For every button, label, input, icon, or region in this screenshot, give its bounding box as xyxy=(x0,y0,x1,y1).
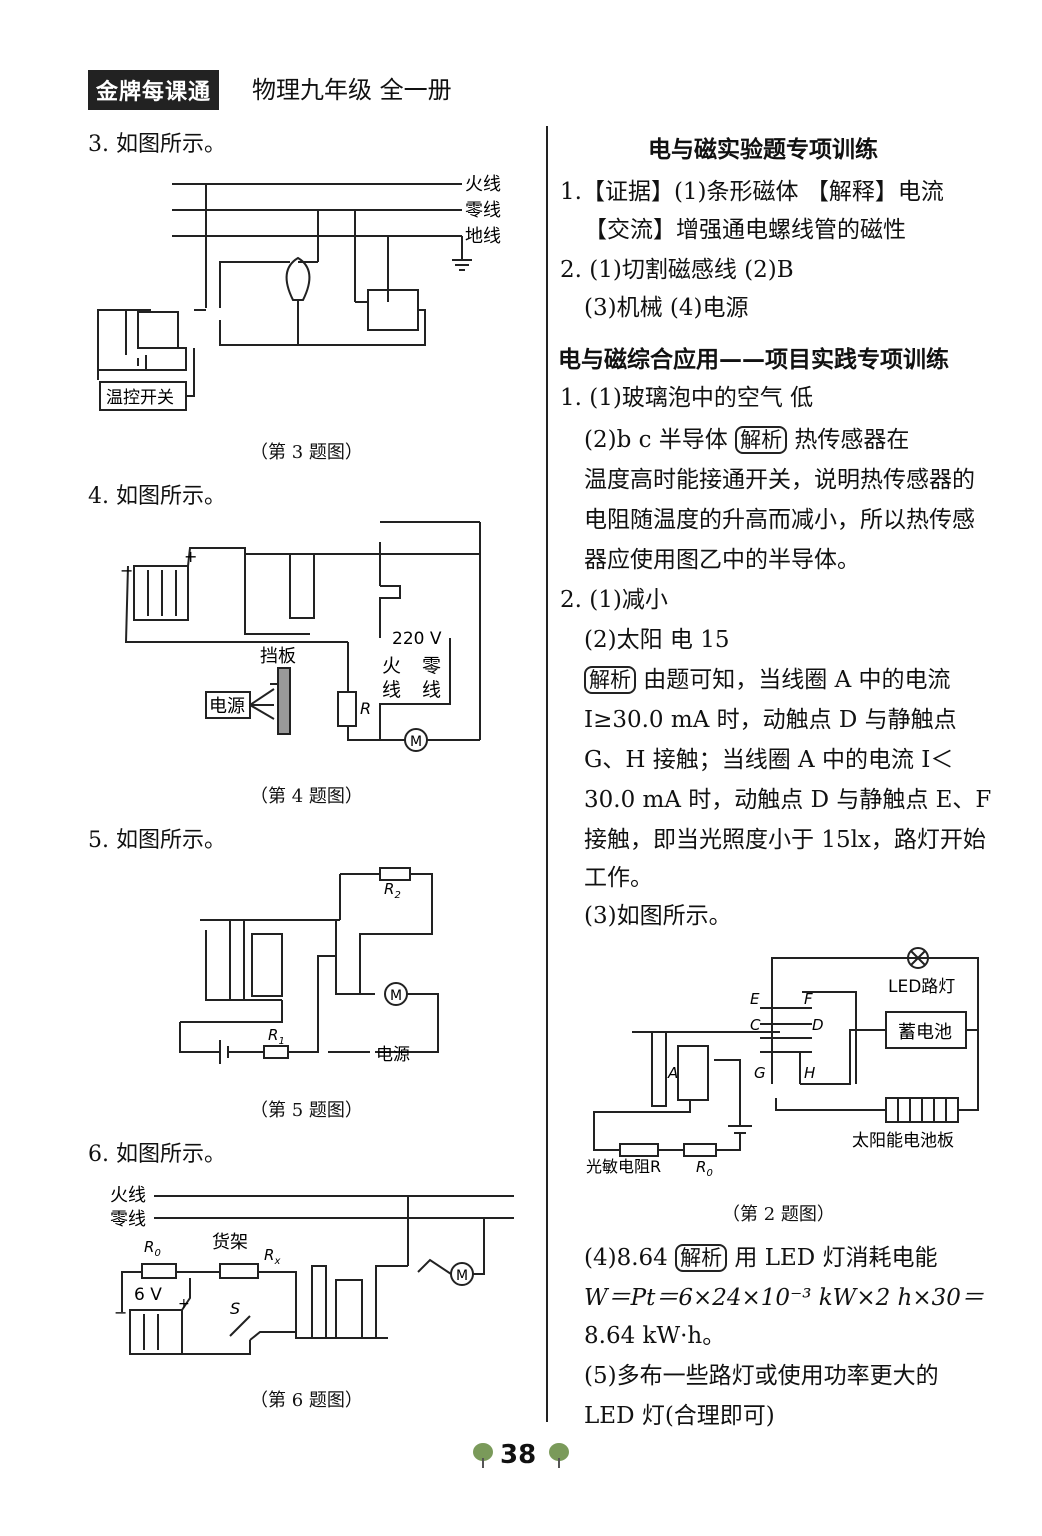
figure-4-caption: （第 4 题图） xyxy=(250,786,363,807)
practice-2-line9: (3)如图所示。 xyxy=(584,903,732,929)
fig5-r2-label: R2 xyxy=(384,880,401,901)
practice-2-line10: (4)8.64 解析 用 LED 灯消耗电能 xyxy=(584,1238,938,1278)
practice-2-line4: I≥30.0 mA 时，动触点 D 与静触点 xyxy=(584,707,957,733)
answer-2-line1: 2. (1)切割磁感线 (2)B xyxy=(560,257,794,283)
practice-2-line3: 解析 由题可知，当线圈 A 中的电流 xyxy=(584,660,951,700)
section-title-practice: 电与磁综合应用——项目实践专项训练 xyxy=(558,347,949,373)
fig2-led-label: LED路灯 xyxy=(888,977,955,997)
fig4-live-label: 火 xyxy=(382,655,401,677)
practice-2-line6: 30.0 mA 时，动触点 D 与静触点 E、F xyxy=(584,787,992,813)
practice-1-line2-text: (2)b c 半导体 xyxy=(584,427,736,453)
fig6-live-wire-label: 火线 xyxy=(110,1185,146,1206)
fig3-live-wire-label: 火线 xyxy=(465,174,501,195)
practice-2-line7: 接触，即当光照度小于 15lx，路灯开始 xyxy=(584,827,986,853)
practice-2-line10-rest: 用 LED 灯消耗电能 xyxy=(727,1245,938,1271)
fig2-battery-label: 蓄电池 xyxy=(898,1022,952,1043)
page-number: 38 xyxy=(500,1440,537,1470)
fig4-neutral-label: 零 xyxy=(422,655,441,677)
practice-1-line1: 1. (1)玻璃泡中的空气 低 xyxy=(560,385,814,411)
fig3-thermo-switch-label: 温控开关 xyxy=(106,388,174,408)
leaf-left-icon xyxy=(473,1443,493,1468)
practice-2-line3-text: 由题可知，当线圈 A 中的电流 xyxy=(636,667,951,693)
fig6-voltage-label: 6 V xyxy=(134,1285,162,1305)
fig5-motor-label: M xyxy=(390,988,402,1004)
practice-2-line12: 8.64 kW·h。 xyxy=(584,1323,726,1349)
fig4-plus-label: + xyxy=(184,547,197,566)
fig6-shelf-label: 货架 xyxy=(212,1232,248,1253)
figure-6: 火线 零线 R0 货架 Rx 6 V S M − + xyxy=(110,1185,514,1355)
fig5-power-label: 电源 xyxy=(376,1045,410,1065)
figure-3: 火线 零线 地线 温控开关 xyxy=(97,174,501,411)
fig2-r0-label: R0 xyxy=(696,1158,713,1179)
answer-1-line2: 【交流】增强通电螺线管的磁性 xyxy=(584,217,906,243)
fig2-ldr-label: 光敏电阻R xyxy=(586,1157,661,1176)
fig3-ground-wire-label: 地线 xyxy=(465,226,501,247)
fig6-rx-label: Rx xyxy=(264,1246,280,1267)
leaf-right-icon xyxy=(549,1443,569,1468)
question-5-label: 5. 如图所示。 xyxy=(88,828,226,853)
practice-1-line3: 温度高时能接通开关，说明热传感器的 xyxy=(584,467,975,493)
fig6-minus-label: − xyxy=(114,1303,127,1322)
analysis-tag: 解析 xyxy=(675,1244,728,1272)
practice-1-line5: 器应使用图乙中的半导体。 xyxy=(584,547,860,573)
practice-2-line5: G、H 接触；当线圈 A 中的电流 I＜ xyxy=(584,747,954,773)
question-3-label: 3. 如图所示。 xyxy=(88,132,226,157)
answer-2-line2: (3)机械 (4)电源 xyxy=(584,295,749,321)
fig6-r0-label: R0 xyxy=(144,1238,161,1259)
fig2-solar-panel-label: 太阳能电池板 xyxy=(852,1131,954,1151)
fig5-r1-label: R1 xyxy=(268,1026,285,1047)
fig4-voltage-label: 220 V xyxy=(392,629,442,649)
fig2-contact-c: C xyxy=(750,1016,761,1034)
fig4-minus-label: − xyxy=(120,561,133,580)
fig4-motor-label: M xyxy=(410,734,422,750)
practice-2-line13: (5)多布一些路灯或使用功率更大的 xyxy=(584,1363,939,1389)
figure-3-caption: （第 3 题图） xyxy=(250,442,363,463)
fig6-motor-label: M xyxy=(456,1268,468,1284)
practice-2-line10-text: (4)8.64 xyxy=(584,1245,676,1271)
practice-2-line14: LED 灯(合理即可) xyxy=(584,1403,775,1429)
figure-2: LED路灯 蓄电池 太阳能电池板 光敏电阻R R0 E F C D G H A xyxy=(586,947,979,1179)
fig4-baffle-label: 挡板 xyxy=(260,646,296,667)
figure-6-caption: （第 6 题图） xyxy=(250,1390,363,1411)
practice-1-line2-rest: 热传感器在 xyxy=(787,427,910,453)
question-4-label: 4. 如图所示。 xyxy=(88,484,226,509)
practice-2-line1: 2. (1)减小 xyxy=(560,587,668,613)
fig2-contact-e: E xyxy=(750,990,760,1008)
fig4-line2-label: 线 xyxy=(422,679,441,701)
fig2-coil-a: A xyxy=(667,1064,678,1082)
fig2-contact-d: D xyxy=(812,1016,824,1034)
question-6-label: 6. 如图所示。 xyxy=(88,1142,226,1167)
answer-1-line1: 1.【证据】(1)条形磁体 【解释】电流 xyxy=(560,179,944,205)
figure-5: R2 R1 电源 M xyxy=(179,867,439,1065)
fig4-power-label: 电源 xyxy=(209,696,245,717)
fig6-plus-label: + xyxy=(178,1296,190,1312)
fig6-neutral-wire-label: 零线 xyxy=(110,1209,146,1230)
practice-2-line11: W＝Pt＝6×24×10⁻³ kW×2 h×30＝ xyxy=(584,1285,984,1311)
fig6-switch-label: S xyxy=(230,1299,240,1318)
analysis-tag: 解析 xyxy=(735,426,788,454)
book-title: 物理九年级 全一册 xyxy=(252,76,452,104)
section-title-experiments: 电与磁实验题专项训练 xyxy=(648,137,878,163)
analysis-tag: 解析 xyxy=(584,666,636,694)
fig3-neutral-wire-label: 零线 xyxy=(465,200,501,221)
column-divider xyxy=(546,126,548,1422)
series-brand: 金牌每课通 xyxy=(88,70,220,110)
fig4-resistor-label: R xyxy=(360,699,371,718)
fig2-contact-f: F xyxy=(804,990,813,1008)
fig2-contact-g: G xyxy=(754,1064,766,1082)
practice-1-line2: (2)b c 半导体 解析 热传感器在 xyxy=(584,420,909,460)
practice-2-line2: (2)太阳 电 15 xyxy=(584,627,730,653)
practice-1-line4: 电阻随温度的升高而减小，所以热传感 xyxy=(584,507,975,533)
figure-2-caption: （第 2 题图） xyxy=(722,1204,835,1225)
fig2-contact-h: H xyxy=(804,1064,815,1082)
figure-4: − + 220 V 火 线 零 线 挡板 电源 R M xyxy=(120,521,481,752)
practice-2-line8: 工作。 xyxy=(584,865,653,891)
figure-5-caption: （第 5 题图） xyxy=(250,1100,363,1121)
fig4-line1-label: 线 xyxy=(382,679,401,701)
